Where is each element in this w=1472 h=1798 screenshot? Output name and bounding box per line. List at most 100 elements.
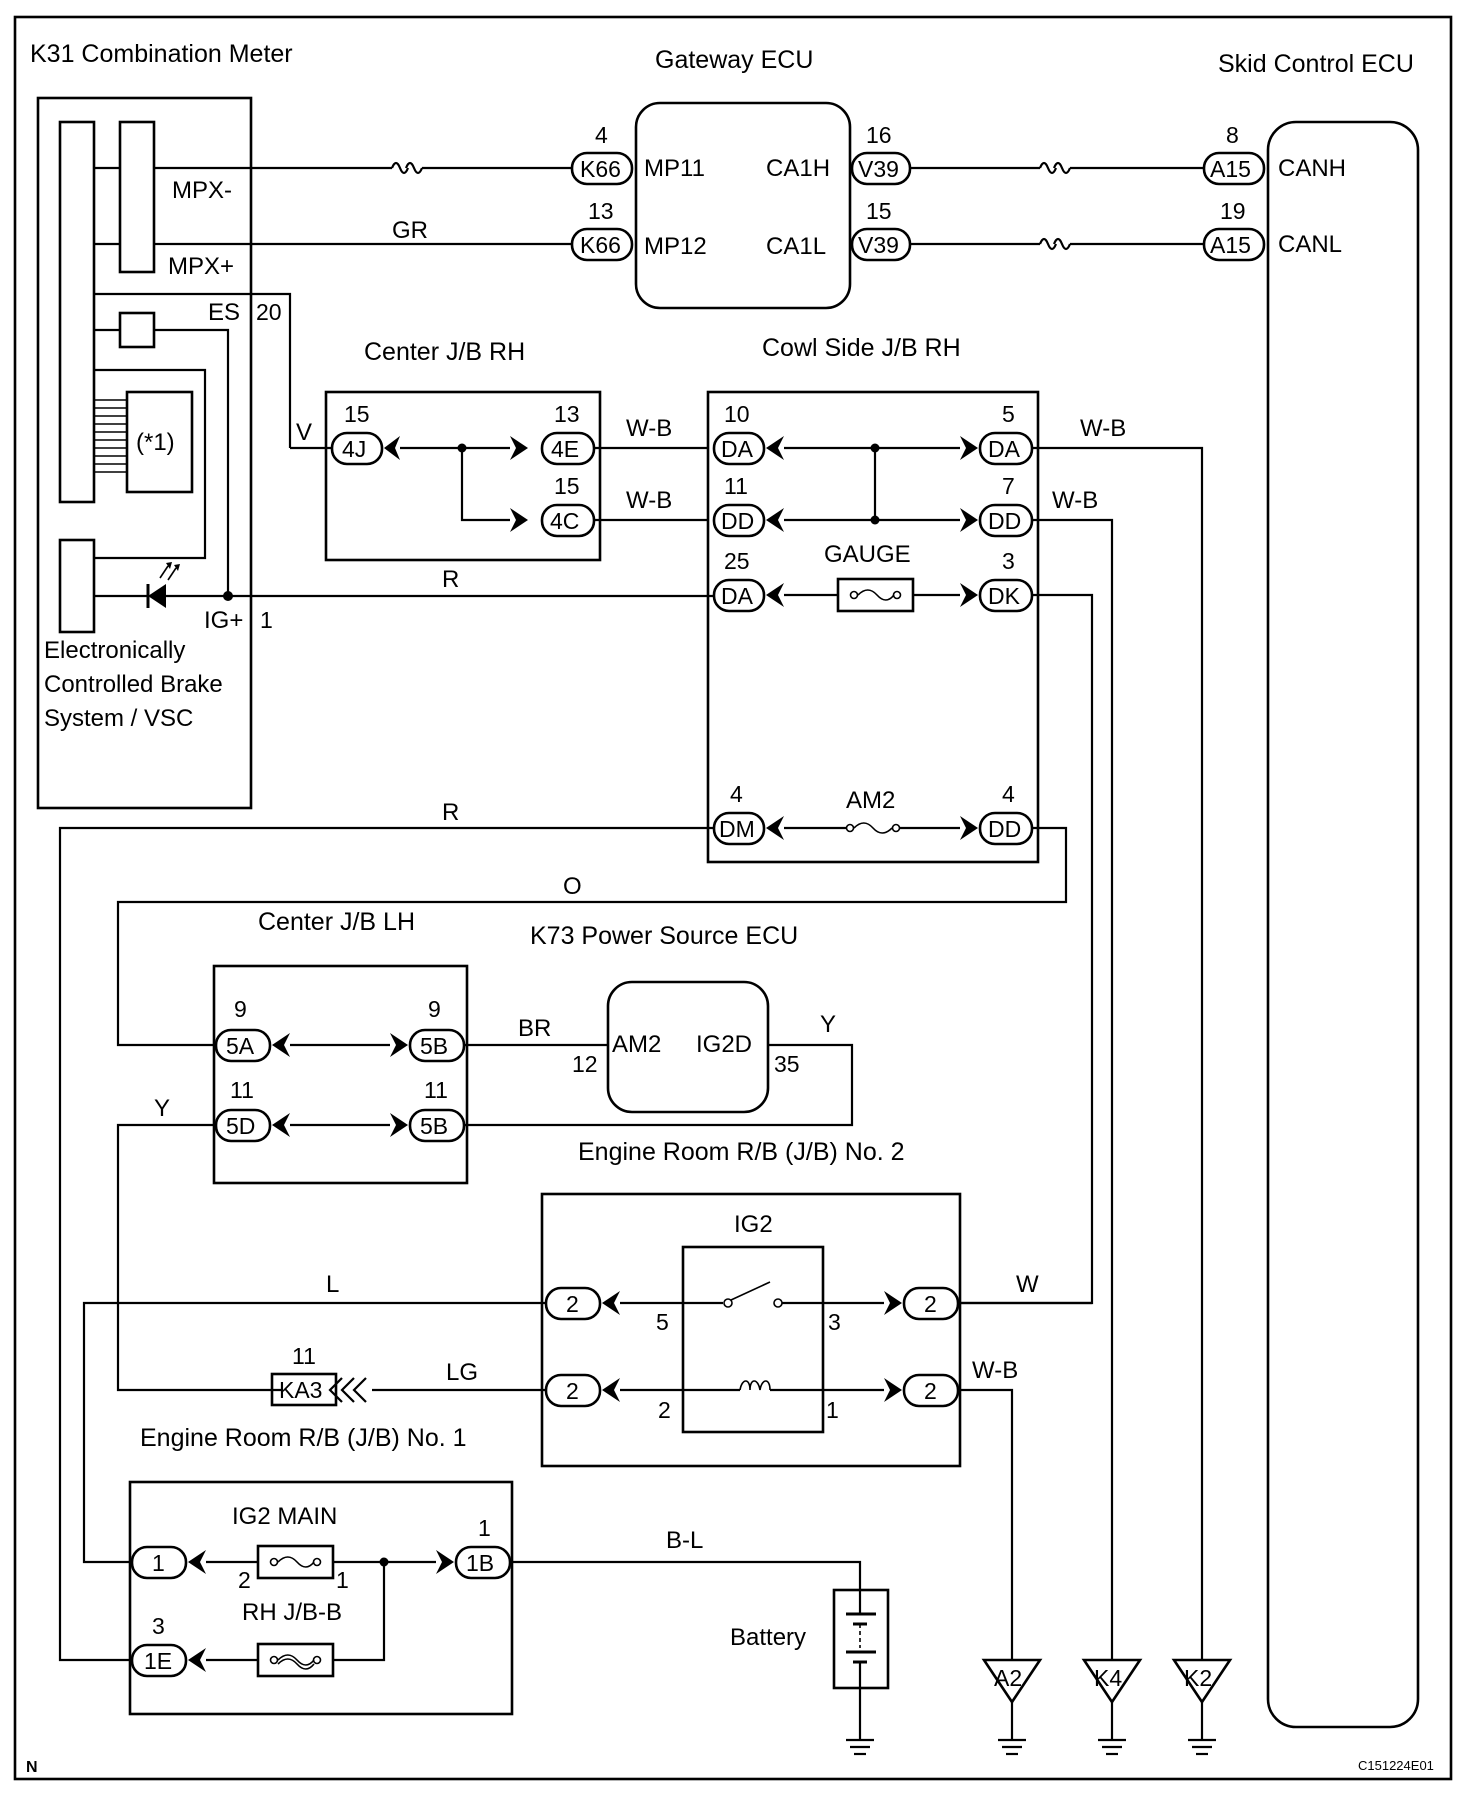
svg-text:15: 15 (344, 401, 370, 427)
ig2-main-pin-2: 2 (238, 1567, 251, 1593)
relay-pin-2: 2 (658, 1397, 671, 1423)
svg-text:2: 2 (924, 1378, 937, 1404)
connector-er2-r1: 2 (902, 1286, 960, 1321)
connector-dd-7: DD 7 (978, 473, 1034, 538)
mp11-label: MP11 (644, 155, 705, 182)
relay-switch-icon (723, 1281, 783, 1308)
wire-o: O (563, 873, 582, 900)
engine-room-rb-no1-title: Engine Room R/B (J/B) No. 1 (140, 1424, 467, 1452)
wire-wb-2: W-B (626, 487, 672, 514)
am2-terminal-label: AM2 (612, 1031, 661, 1058)
wire-bl: B-L (666, 1527, 703, 1554)
svg-text:13: 13 (554, 401, 580, 427)
connector-da-5: DA 5 (978, 401, 1034, 466)
skid-control-ecu (1266, 120, 1420, 1729)
am2-pin: 12 (572, 1051, 598, 1077)
svg-text:DA: DA (721, 583, 754, 609)
svg-text:DD: DD (988, 816, 1021, 842)
rh-jb-b-fuse-label: RH J/B-B (242, 1599, 342, 1626)
canh-label: CANH (1278, 155, 1346, 182)
svg-text:9: 9 (428, 996, 441, 1022)
connector-er2-l1: 2 (544, 1286, 602, 1321)
connector-k66-b: K66 13 (570, 198, 634, 262)
svg-text:DM: DM (719, 816, 755, 842)
connector-er2-r2: 2 (902, 1373, 960, 1408)
svg-text:K66: K66 (580, 156, 621, 182)
svg-text:1E: 1E (144, 1648, 172, 1674)
cowl-side-jb-rh-title: Cowl Side J/B RH (762, 334, 961, 362)
center-jb-lh (212, 964, 469, 1185)
connector-4j: 4J 15 (330, 401, 384, 466)
center-jb-rh-title: Center J/B RH (364, 338, 525, 366)
svg-text:5: 5 (1002, 401, 1015, 427)
svg-text:DD: DD (721, 508, 754, 534)
relay-coil-icon (739, 1380, 771, 1391)
mpx-plus-label: MPX+ (168, 253, 234, 280)
svg-text:DA: DA (721, 436, 754, 462)
svg-text:4: 4 (595, 122, 608, 148)
svg-text:5B: 5B (420, 1113, 448, 1139)
canl-label: CANL (1278, 231, 1342, 258)
svg-text:11: 11 (424, 1077, 448, 1103)
connector-ka3: KA3 11 (270, 1343, 367, 1407)
svg-text:15: 15 (554, 473, 580, 499)
svg-text:4: 4 (730, 781, 743, 807)
outer-frame (13, 15, 1453, 1781)
gateway-ecu (634, 101, 852, 310)
power-source-ecu-title: K73 Power Source ECU (530, 922, 798, 950)
wire-y-2: Y (154, 1095, 170, 1122)
svg-text:15: 15 (866, 198, 892, 224)
wire-r-2: R (442, 799, 459, 826)
svg-text:A15: A15 (1210, 232, 1251, 258)
ig-plus-pin: 1 (260, 607, 273, 633)
svg-text:KA3: KA3 (279, 1377, 322, 1403)
ig2-main-fuse-icon (256, 1544, 335, 1580)
svg-text:25: 25 (724, 548, 750, 574)
svg-text:1: 1 (478, 1515, 491, 1541)
svg-text:DK: DK (988, 583, 1021, 609)
wire-lg: LG (446, 1359, 478, 1386)
battery-label: Battery (730, 1624, 806, 1651)
connector-5a: 5A 9 (214, 996, 272, 1063)
rh-jb-b-fuse-icon (256, 1642, 335, 1678)
svg-text:9: 9 (234, 996, 247, 1022)
connector-er1-1b: 1B 1 (454, 1515, 512, 1580)
wire-wb-1: W-B (626, 415, 672, 442)
svg-text:A2: A2 (994, 1665, 1022, 1691)
svg-text:DA: DA (988, 436, 1021, 462)
svg-text:5B: 5B (420, 1033, 448, 1059)
svg-text:V39: V39 (858, 232, 899, 258)
wire-r-1: R (442, 566, 459, 593)
combination-meter: (*1) (36, 96, 292, 810)
svg-text:11: 11 (724, 473, 748, 499)
connector-dd-11: DD 11 (712, 473, 766, 538)
es-label: ES (208, 299, 240, 326)
ig2-main-pin-1: 1 (336, 1567, 349, 1593)
connector-da-10: DA 10 (712, 401, 766, 466)
svg-text:3: 3 (1002, 548, 1015, 574)
relay-pin-1: 1 (826, 1397, 839, 1423)
note-ref: (*1) (136, 429, 175, 456)
ig-plus-label: IG+ (204, 607, 243, 634)
cowl-side-jb-rh (706, 390, 1040, 864)
svg-text:4C: 4C (550, 508, 579, 534)
ground-a2-icon: A2 (981, 1658, 1043, 1756)
connector-5b-11: 5B 11 (408, 1077, 466, 1143)
svg-text:3: 3 (152, 1613, 165, 1639)
am2-fuse-label: AM2 (846, 787, 895, 814)
svg-text:2: 2 (924, 1291, 937, 1317)
wire-y-1: Y (820, 1011, 836, 1038)
am2-fuse-icon (845, 822, 901, 834)
skid-control-ecu-title: Skid Control ECU (1218, 50, 1414, 78)
connector-v39-a: V39 16 (850, 122, 912, 186)
connector-k66-a: K66 4 (570, 122, 634, 186)
brake-system-label-2: Controlled Brake (44, 671, 223, 698)
ig2-relay-label: IG2 (734, 1211, 773, 1238)
svg-text:K4: K4 (1094, 1665, 1122, 1691)
ig2-relay (681, 1245, 825, 1434)
gauge-fuse-icon (836, 577, 915, 613)
connector-da-25: DA 25 (712, 548, 766, 613)
svg-text:K2: K2 (1184, 1665, 1212, 1691)
warning-led-icon (146, 562, 180, 608)
